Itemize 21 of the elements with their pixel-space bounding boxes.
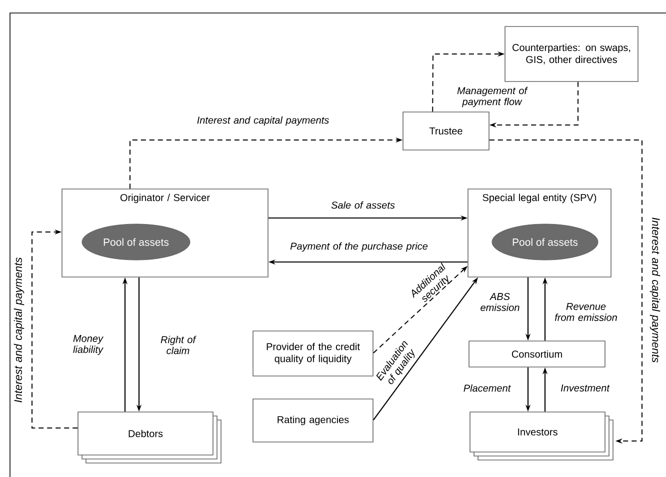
process-box: Consortium (468, 340, 606, 368)
process-box: Counterparties: on swaps, GIS, other directives (504, 26, 638, 82)
edge-label: ABS emission (480, 292, 520, 312)
edge-label: Placement (464, 384, 511, 392)
arrow (488, 140, 642, 444)
edge-label: Interest and capital payments (14, 258, 24, 402)
edge-label: Management of payment flow (457, 86, 528, 108)
stacked-box: Debtors (78, 412, 222, 464)
process-box: Trustee (402, 112, 490, 150)
edge-label: Interest and capital payments (650, 218, 660, 362)
stacked-box: Investors (470, 412, 614, 460)
edge-label: Sale of assets (331, 201, 395, 209)
edge-label: Right of claim (160, 336, 196, 354)
edge-label: Interest and capital payments (197, 116, 329, 126)
process-box: Provider of the credit quality of liquidity (252, 330, 374, 376)
edge-label: Money liability (73, 335, 104, 355)
arrow (32, 229, 78, 428)
edge-label: Investment (560, 384, 610, 392)
edge-label: Revenue from emission (554, 303, 617, 321)
process-box: Rating agencies (252, 398, 374, 442)
edge-label: Payment of the purchase price (290, 242, 428, 252)
